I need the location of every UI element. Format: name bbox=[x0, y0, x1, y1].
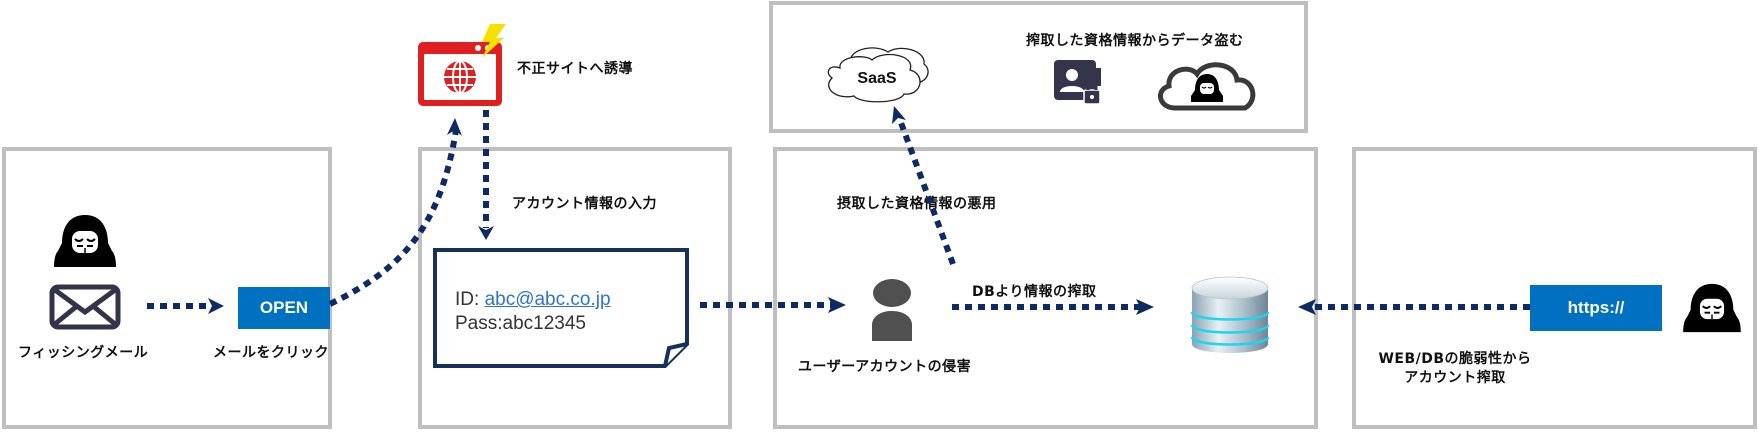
web-db-vuln-label: WEB/DBの脆弱性から アカウント搾取 bbox=[1370, 350, 1540, 388]
credential-misuse-label: 摂取した資格情報の悪用 bbox=[837, 196, 997, 212]
saas-cloud-icon: SaaS bbox=[820, 42, 934, 104]
hacker-icon bbox=[52, 213, 118, 269]
malicious-browser-icon bbox=[416, 24, 508, 108]
web-db-vuln-line1: WEB/DBの脆弱性から bbox=[1378, 351, 1532, 367]
malicious-url-button[interactable]: https:// bbox=[1530, 285, 1662, 331]
id-email-link[interactable]: abc@abc.co.jp bbox=[484, 289, 611, 310]
hacker-icon-right bbox=[1679, 282, 1745, 334]
cloud-hacker-icon bbox=[1153, 60, 1261, 112]
password-line: Pass:abc12345 bbox=[455, 313, 586, 334]
arrowhead-site bbox=[447, 118, 462, 136]
user-account-compromise-label: ユーザーアカウントの侵害 bbox=[798, 359, 972, 375]
web-db-vuln-line2: アカウント搾取 bbox=[1404, 370, 1506, 386]
id-prefix: ID: bbox=[455, 289, 485, 310]
database-icon bbox=[1190, 276, 1270, 358]
db-extract-label: DBより情報の搾取 bbox=[972, 284, 1097, 300]
user-person-icon bbox=[870, 279, 914, 341]
envelope-icon bbox=[49, 284, 121, 330]
open-button[interactable]: OPEN bbox=[238, 287, 330, 329]
phishing-site-label: 不正サイトへ誘導 bbox=[517, 61, 633, 77]
click-mail-label: メールをクリック bbox=[213, 345, 329, 361]
saas-steal-title: 搾取した資格情報からデータ盗む bbox=[1026, 33, 1244, 49]
phishing-mail-label: フィッシングメール bbox=[18, 345, 149, 361]
id-line: ID: abc@abc.co.jp bbox=[455, 288, 611, 312]
credential-document: ID: abc@abc.co.jp Pass:abc12345 bbox=[433, 248, 691, 368]
account-input-title: アカウント情報の入力 bbox=[512, 196, 657, 212]
saas-label: SaaS bbox=[857, 70, 897, 87]
credential-lock-icon bbox=[1054, 60, 1104, 106]
